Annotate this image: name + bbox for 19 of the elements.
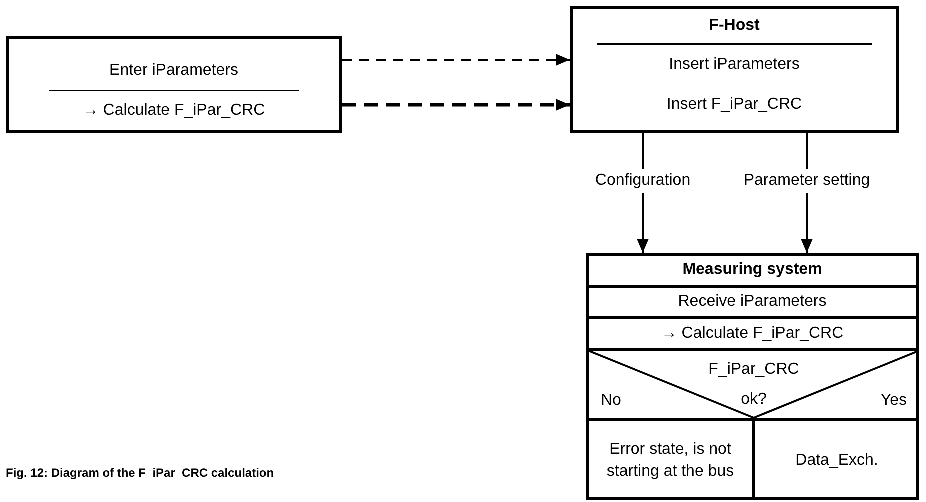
box-heading: Measuring system	[682, 260, 822, 280]
structure-chart	[586, 253, 919, 500]
step-text: Insert F_iPar_CRC	[666, 95, 802, 115]
branch-label: No	[601, 391, 622, 411]
branch-label: Yes	[880, 391, 907, 411]
step-text: → Calculate F_iPar_CRC	[661, 324, 844, 344]
result-text: Data_Exch.	[794, 450, 880, 470]
process-box	[6, 36, 342, 133]
box-heading: F-Host	[709, 16, 760, 36]
step-text: Receive iParameters	[678, 292, 827, 312]
result-text: Error state, is not starting at the bus	[606, 440, 734, 482]
arrow	[342, 99, 570, 111]
arrow	[342, 54, 570, 66]
step-text: Enter iParameters	[110, 60, 238, 80]
step-text: → Calculate F_iPar_CRC	[82, 100, 266, 120]
condition-text: F_iPar_CRC ok?	[708, 360, 800, 410]
process-box	[570, 6, 899, 133]
figure-caption: Fig. 12: Diagram of the F_iPar_CRC calculation	[6, 465, 274, 482]
step-text: Insert iParameters	[669, 55, 800, 75]
